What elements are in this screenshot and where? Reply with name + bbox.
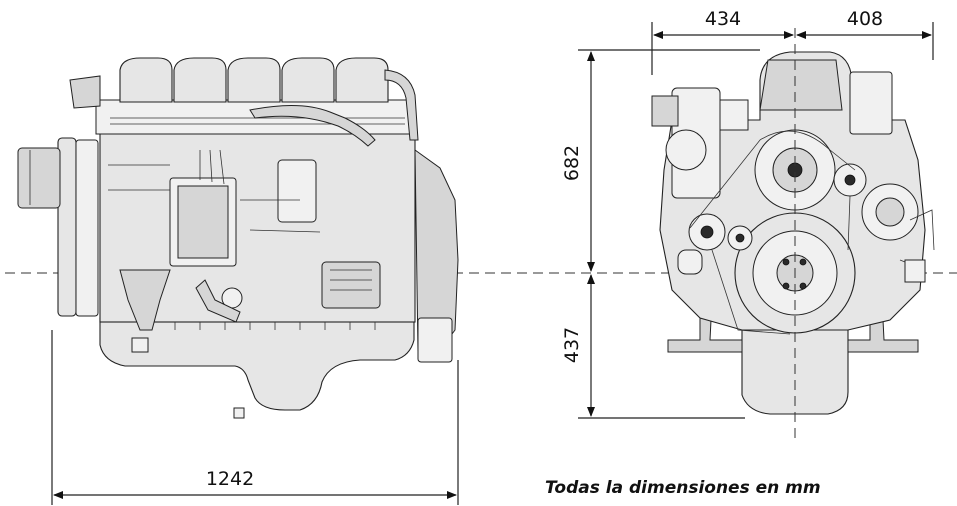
left-width-label: 434	[705, 8, 741, 30]
width-dimensions: 434 408	[651, 8, 934, 75]
height-dimensions: 682 437	[561, 49, 760, 419]
length-dimension: 1242	[51, 330, 459, 505]
oil-pan	[99, 317, 415, 411]
right-width-label: 408	[847, 8, 883, 30]
intake-pipe	[249, 105, 376, 147]
engine-front-view	[651, 51, 935, 415]
crank-pulley	[57, 137, 77, 317]
upper-height-label: 682	[561, 145, 583, 181]
valve-covers	[119, 57, 389, 103]
overall-length-label: 1242	[206, 468, 254, 490]
front-hub	[17, 147, 61, 209]
units-note: Todas la dimensiones en mm	[545, 478, 821, 498]
lower-height-label: 437	[561, 327, 583, 363]
starter-motor	[321, 261, 381, 309]
engine-side-view	[17, 57, 459, 419]
